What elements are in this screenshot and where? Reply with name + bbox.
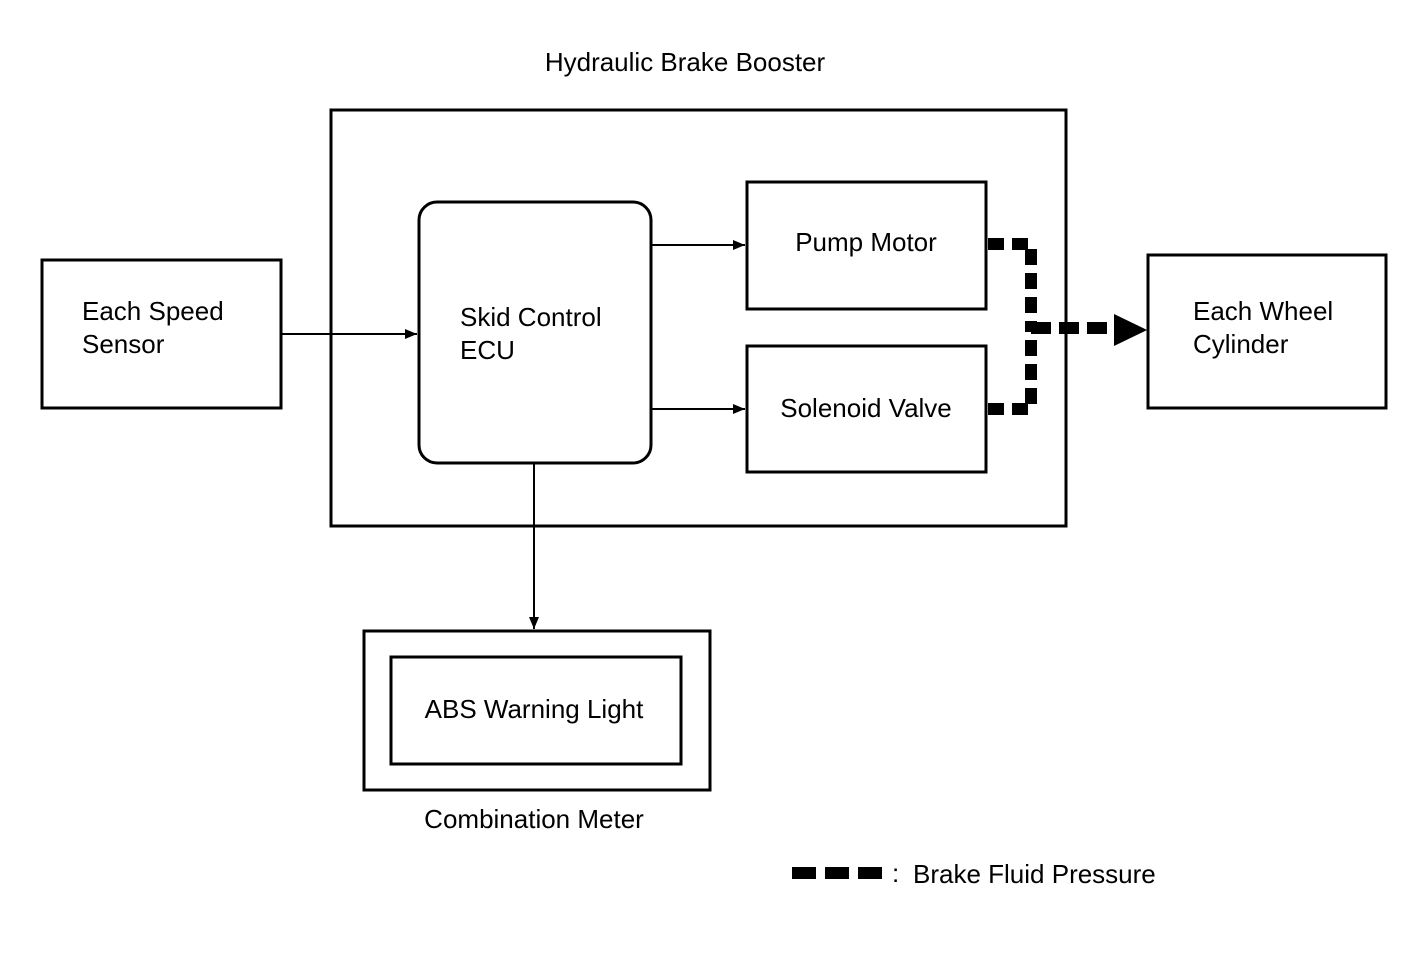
solenoid-valve-box — [745, 344, 988, 474]
pump-motor-box — [745, 180, 988, 311]
booster-box — [329, 108, 1068, 528]
legend: : Brake Fluid Pressure — [792, 858, 1156, 889]
booster-label: Hydraulic Brake Booster — [545, 47, 826, 77]
legend-label: Brake Fluid Pressure — [913, 859, 1156, 889]
combination-meter-label: Combination Meter — [424, 804, 644, 834]
solenoid-valve-label: Solenoid Valve — [780, 393, 952, 423]
abs-warning-light-box — [389, 655, 683, 766]
legend-separator: : — [892, 858, 899, 888]
fluid-line-pump-motor — [988, 238, 1037, 328]
ecu-label-line1: Skid Control — [460, 302, 602, 332]
wheel-cylinder-label-line1: Each Wheel — [1193, 296, 1333, 326]
pump-motor-label: Pump Motor — [795, 227, 937, 257]
speed-sensor-label-line2: Sensor — [82, 329, 165, 359]
fluid-line-solenoid-valve — [988, 328, 1037, 415]
speed-sensor-label-line1: Each Speed — [82, 296, 224, 326]
fluid-arrowhead — [1114, 314, 1147, 346]
combination-meter-box — [362, 629, 712, 792]
ecu-box — [417, 200, 653, 465]
abs-warning-light-label: ABS Warning Light — [425, 694, 644, 724]
wheel-cylinder-label-line2: Cylinder — [1193, 329, 1289, 359]
ecu-label-line2: ECU — [460, 335, 515, 365]
wheel-cylinder-box — [1146, 253, 1388, 410]
